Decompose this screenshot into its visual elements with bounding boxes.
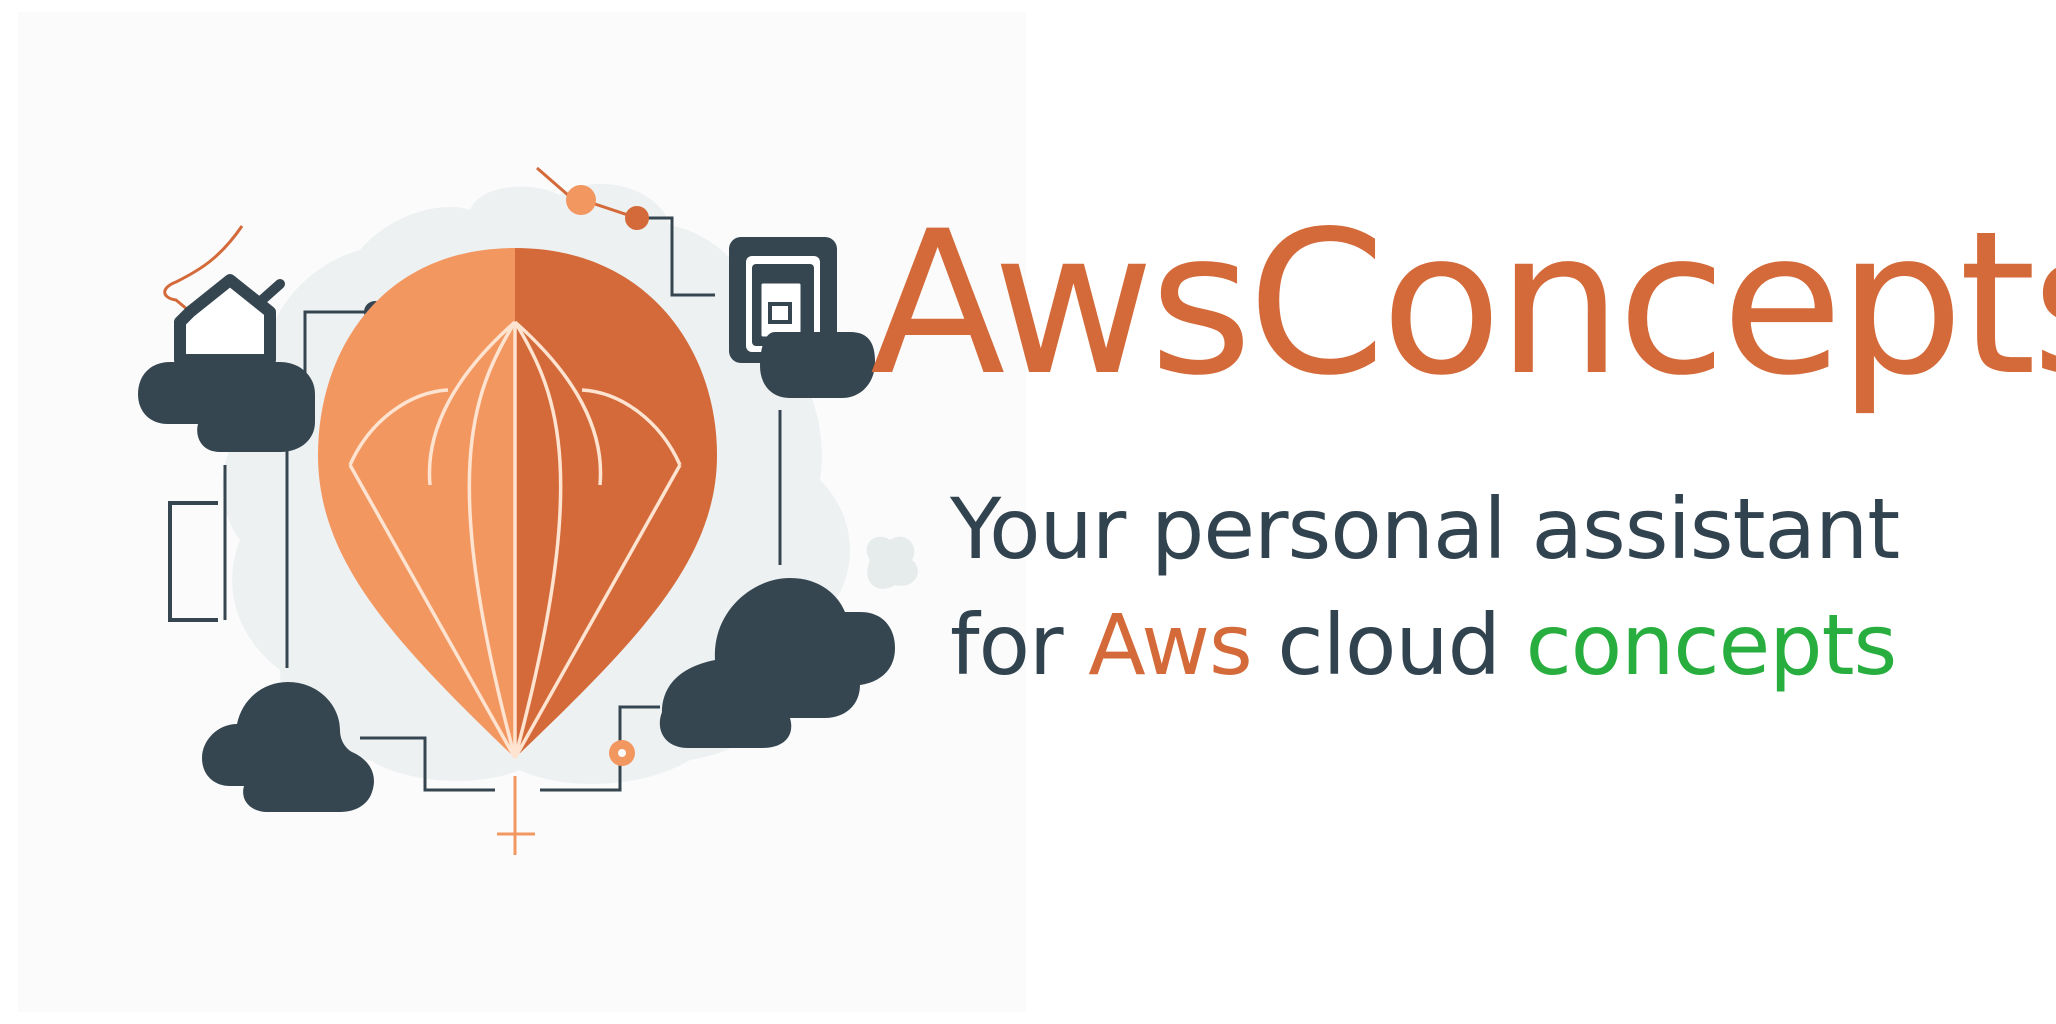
house-icon	[174, 274, 285, 366]
backdrop-cloud-puff	[866, 536, 918, 589]
tagline-line-2: for Aws cloud concepts	[950, 588, 1899, 704]
orange-node-icon	[609, 740, 635, 766]
tagline: Your personal assistant for Aws cloud co…	[950, 472, 1900, 704]
cloud-concepts-illustration	[138, 166, 918, 855]
tagline-cloud: cloud	[1251, 595, 1526, 694]
cloud-icon	[659, 578, 895, 748]
orange-wire-line	[163, 225, 244, 322]
cloud-icon	[202, 682, 374, 812]
tagline-line-1: Your personal assistant	[950, 480, 1900, 578]
tagline-aws: Aws	[1088, 595, 1253, 694]
bracket-icon	[168, 501, 218, 622]
cloud-icon	[138, 362, 315, 452]
document-icon	[729, 237, 837, 363]
hot-air-balloon-icon	[318, 248, 717, 759]
balloon-string-icon	[497, 776, 535, 855]
tagline-concepts: concepts	[1525, 595, 1898, 694]
brand-title: AwsConcepts	[870, 188, 2056, 419]
orange-connector-icon	[536, 166, 649, 230]
tagline-prefix: for	[950, 595, 1089, 694]
cloud-icon	[760, 332, 875, 398]
